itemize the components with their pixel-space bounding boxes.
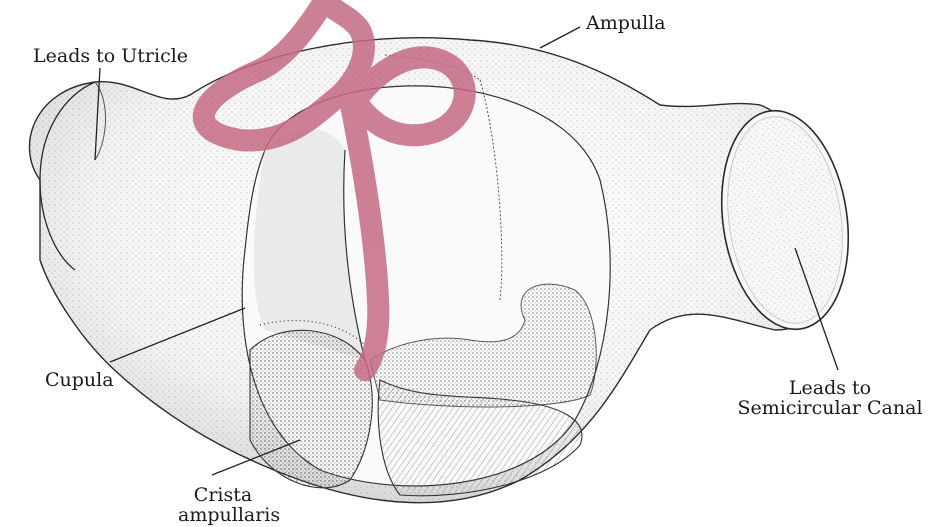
label-crista-ampullaris: Crista ampullaris bbox=[178, 485, 268, 525]
label-ampulla: Ampulla bbox=[586, 13, 666, 33]
label-leads-to-semicircular-canal: Leads to Semicircular Canal bbox=[735, 378, 925, 418]
label-crista-line-2: ampullaris bbox=[178, 505, 268, 525]
label-leads-to-utricle: Leads to Utricle bbox=[33, 46, 188, 66]
leader-ampulla bbox=[540, 27, 580, 48]
label-cupula: Cupula bbox=[45, 370, 114, 390]
label-crista-line-1: Crista bbox=[178, 485, 268, 505]
label-canal-line-1: Leads to bbox=[735, 378, 925, 398]
label-canal-line-2: Semicircular Canal bbox=[735, 398, 925, 418]
